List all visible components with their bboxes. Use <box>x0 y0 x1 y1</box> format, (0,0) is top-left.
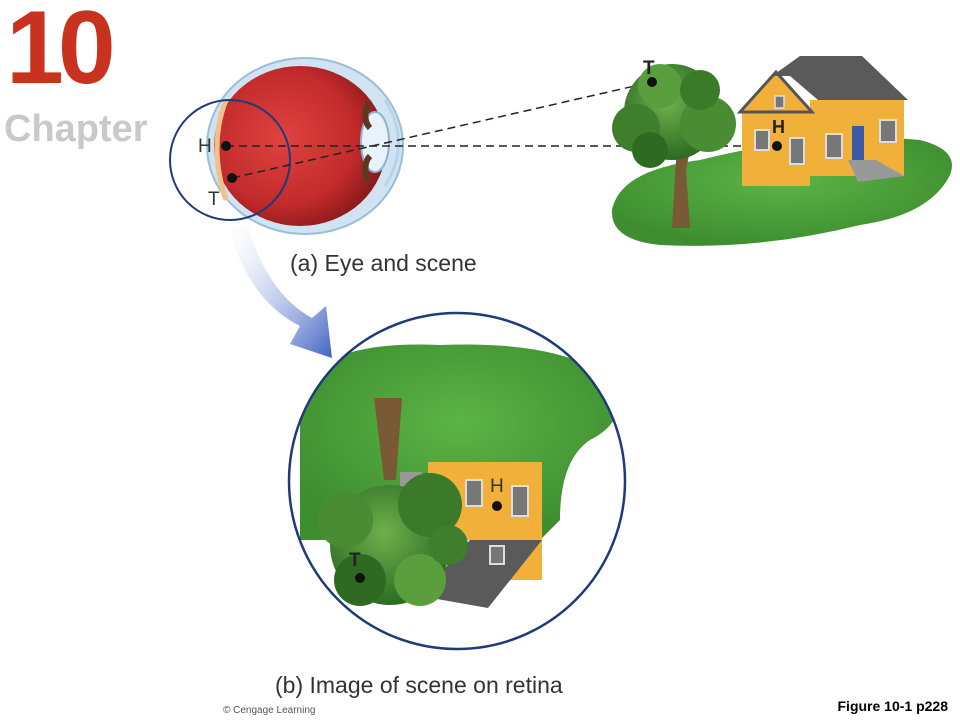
copyright-credit: © Cengage Learning <box>223 705 316 716</box>
eye-label-t: T <box>208 189 220 210</box>
chapter-number: 10 <box>6 0 116 106</box>
house-label-h: H <box>772 117 785 137</box>
caption-b: (b) Image of scene on retina <box>275 672 563 698</box>
retina-house <box>400 462 542 608</box>
house-point-h <box>772 141 782 151</box>
chapter-word: Chapter <box>4 108 148 150</box>
house <box>736 56 908 186</box>
retina-magnifier-circle <box>169 99 291 221</box>
cornea <box>383 99 400 187</box>
retina-trunk <box>374 398 402 480</box>
figure-reference: Figure 10-1 p228 <box>837 698 949 714</box>
eye-point-t <box>227 173 237 183</box>
zoom-arrow <box>228 226 332 358</box>
retina-label-h: H <box>490 476 504 497</box>
tree <box>612 64 736 228</box>
tree-label-t: T <box>643 58 655 79</box>
retina-point-t <box>355 573 365 583</box>
eye-label-h: H <box>198 136 212 157</box>
scene: T H <box>611 56 952 246</box>
retina-image <box>289 313 625 649</box>
caption-a: (a) Eye and scene <box>290 250 477 276</box>
eye-point-h <box>221 141 231 151</box>
retina-point-h <box>492 501 502 511</box>
retina-circle <box>287 311 627 651</box>
retina-label-t: T <box>349 550 361 571</box>
tree-point-t <box>647 77 657 87</box>
